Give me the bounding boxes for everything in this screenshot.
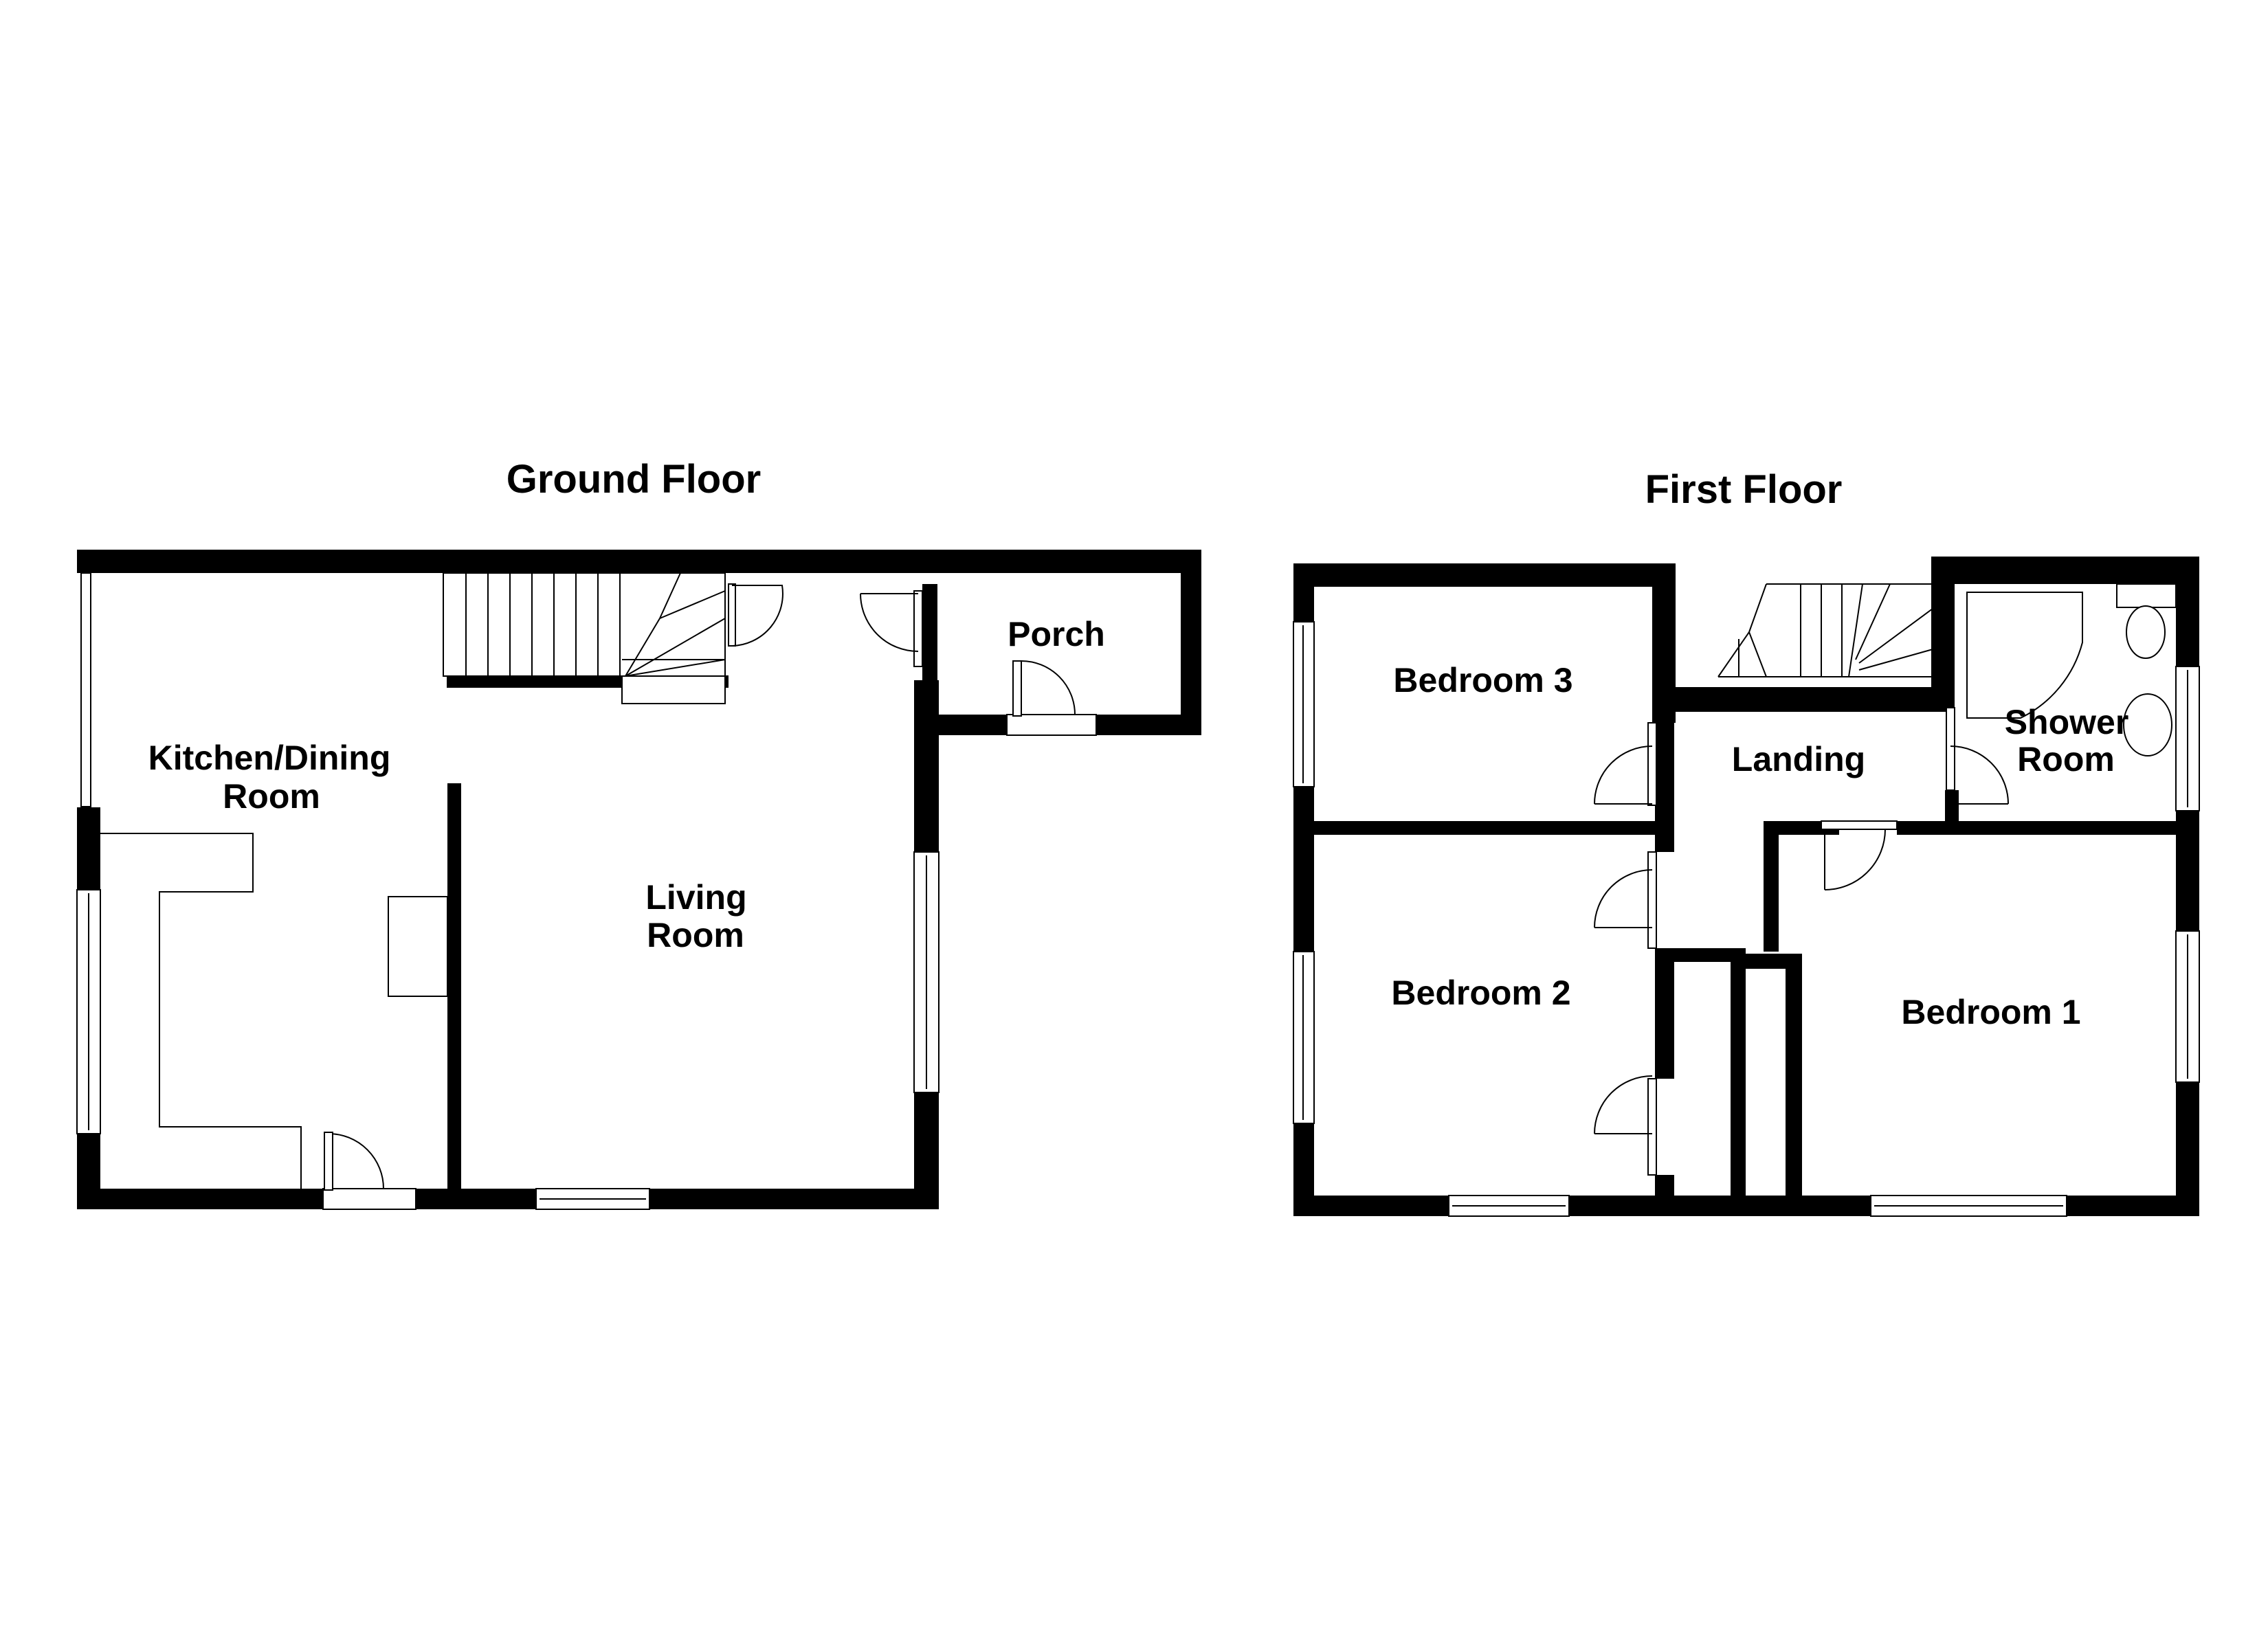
- room-label-landing: Landing: [1732, 740, 1865, 778]
- room-label-bedroom-2: Bedroom 2: [1391, 974, 1570, 1012]
- ground-floor-title: Ground Floor: [507, 457, 761, 502]
- room-label-living-room: Room: [647, 916, 744, 954]
- first-floor-staircase: [1717, 583, 1946, 677]
- room-label-living: Living: [645, 878, 746, 917]
- room-label-shower-room: Room: [2017, 740, 2115, 778]
- first-floor-windows: [1293, 621, 2200, 1217]
- room-label-bedroom-1: Bedroom 1: [1901, 993, 2080, 1031]
- first-floor-plan: First Floor: [1293, 467, 2200, 1217]
- ground-floor-windows: [76, 572, 1097, 1210]
- room-label-kitchen-dining: Kitchen/Dining: [148, 739, 391, 777]
- room-label-bedroom-3: Bedroom 3: [1393, 661, 1572, 699]
- room-label-shower: Shower: [2005, 703, 2129, 741]
- ground-floor-plan: Ground Floor: [76, 457, 1201, 1210]
- ground-floor-staircase: [443, 572, 726, 704]
- ground-floor-doors: [324, 583, 1076, 1191]
- first-floor-title: First Floor: [1645, 467, 1843, 512]
- room-label-kitchen-dining-room: Room: [223, 777, 320, 816]
- room-label-porch: Porch: [1008, 615, 1105, 653]
- first-floor-doors: [1594, 707, 2009, 1189]
- kitchen-units: [100, 833, 448, 1189]
- shower-room-fixtures: [1966, 583, 2177, 756]
